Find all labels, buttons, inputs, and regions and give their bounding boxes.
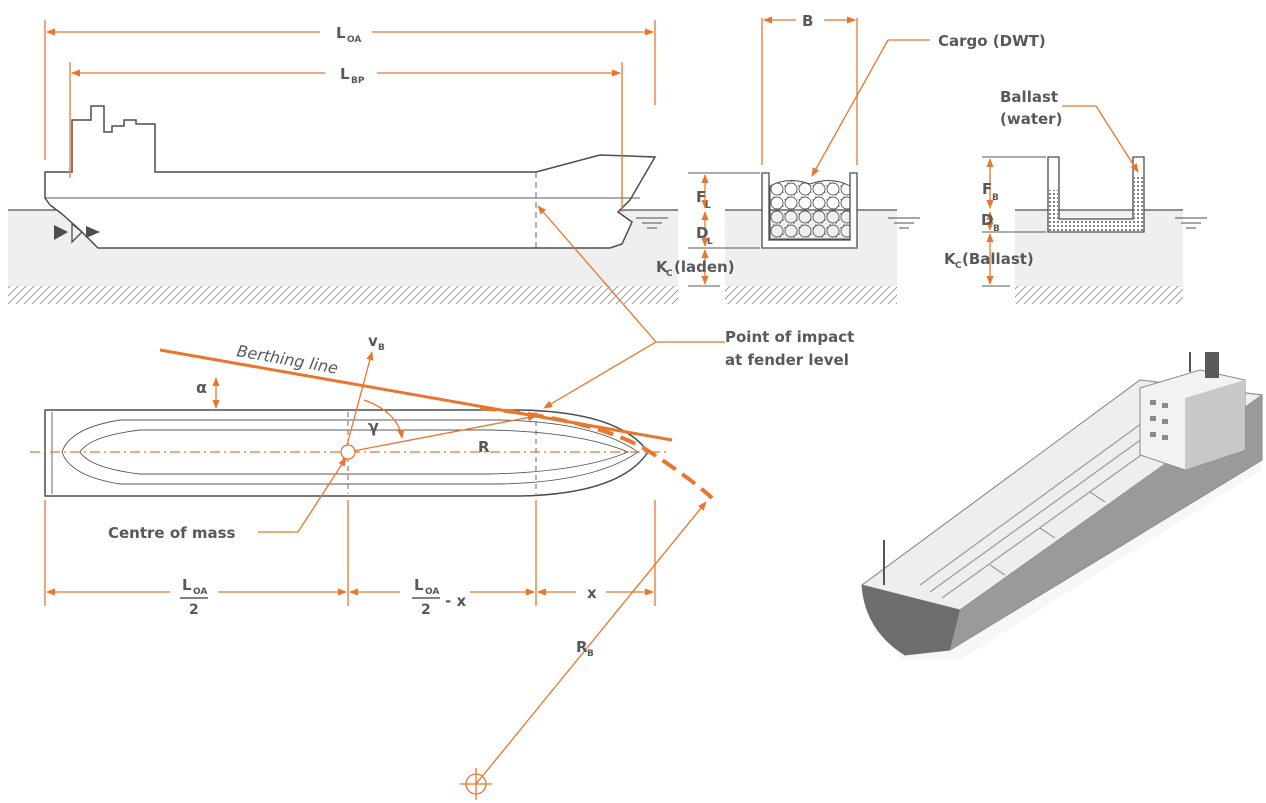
draft-laden-label: D [696, 224, 708, 242]
ballast-label-line2: (water) [1000, 110, 1062, 128]
centre-of-mass-label: Centre of mass [108, 524, 236, 542]
impact-label-line2: at fender level [725, 351, 849, 369]
velocity-subscript: B [378, 343, 385, 353]
freeboard-laden-label: F [696, 188, 706, 206]
offset-minus-x: - x [445, 592, 466, 610]
ballast-label-line1: Ballast [1000, 88, 1058, 106]
laden-cross-section: B Cargo (DWT) [761, 12, 1046, 249]
impact-label-line1: Point of impact [725, 328, 854, 346]
draft-ballast-subscript: B [993, 224, 1000, 234]
gamma-label: γ [368, 417, 379, 436]
ballast-cross-section: Ballast (water) [1000, 88, 1145, 233]
keel-clearance-ballast-text: (Ballast) [962, 250, 1034, 268]
lbp-label: L [340, 65, 350, 83]
alpha-label: α [196, 378, 207, 397]
keel-clearance-laden-subscript: C [666, 269, 673, 279]
velocity-label: v [368, 332, 378, 350]
x-label: x [587, 584, 597, 602]
centre-of-mass-callout: Centre of mass [108, 457, 347, 542]
loa-label: L [336, 24, 346, 42]
offset-sub: OA [425, 587, 439, 597]
waterline-symbol-icon [636, 217, 668, 229]
keel-clearance-ballast-subscript: C [955, 261, 962, 271]
berthing-radius: R B [460, 501, 707, 800]
offset-den: 2 [421, 602, 431, 618]
loa-dimension: L OA [44, 20, 656, 160]
waterline-symbol-icon [888, 217, 920, 229]
lbp-subscript: BP [351, 76, 365, 86]
ballast-draft-dimensions: F B D B K C (Ballast) [944, 156, 1046, 287]
freeboard-ballast-label: F [982, 180, 992, 198]
freeboard-ballast-subscript: B [992, 193, 999, 203]
ship-side-view [44, 105, 668, 249]
draft-ballast-label: D [981, 211, 993, 229]
draft-laden-subscript: L [707, 237, 713, 247]
point-of-impact-callout: Point of impact at fender level [537, 205, 854, 409]
laden-draft-dimensions: F L D L K C (laden) [656, 172, 760, 287]
tanker-illustration [860, 352, 1264, 660]
radius-label: R [478, 438, 490, 456]
plan-length-dimensions: L OA 2 L OA 2 - x x [44, 500, 656, 618]
beam-label: B [802, 12, 813, 30]
cargo-label: Cargo (DWT) [938, 32, 1046, 50]
half-length-num: L [182, 576, 192, 594]
keel-clearance-laden-label: K [656, 258, 669, 276]
half-length-sub: OA [193, 587, 207, 597]
freeboard-laden-subscript: L [705, 201, 711, 211]
rb-subscript: B [587, 649, 594, 659]
keel-clearance-ballast-label: K [944, 250, 957, 268]
keel-clearance-laden-text: (laden) [674, 258, 735, 276]
loa-subscript: OA [347, 35, 361, 45]
waterline-symbol-icon [1175, 217, 1207, 229]
offset-num: L [414, 576, 424, 594]
half-length-den: 2 [189, 602, 199, 618]
lbp-dimension: L BP [69, 62, 623, 212]
propeller-icon [54, 222, 100, 244]
rb-label: R [576, 638, 588, 656]
